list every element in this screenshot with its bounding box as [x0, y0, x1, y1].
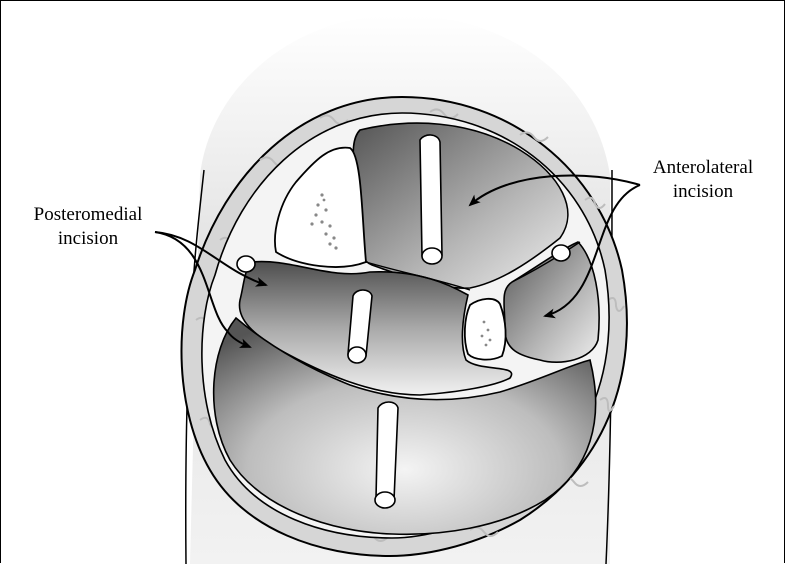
- posteromedial-incision-label: Posteromedial incision: [4, 203, 172, 251]
- saphenous-vessel-left: [237, 256, 255, 272]
- posteromedial-label-line2: incision: [4, 227, 172, 251]
- peroneal-vessel-right: [552, 245, 570, 261]
- anterolateral-label-line1: Anterolateral: [633, 156, 773, 180]
- fibula-bone: [465, 299, 506, 360]
- anterolateral-label-line2: incision: [633, 180, 773, 204]
- anterior-tibial-vessel: [420, 135, 442, 263]
- anterior-vessel-end: [422, 248, 442, 264]
- sural-vessel-end: [375, 492, 395, 508]
- sural-vessel: [376, 402, 398, 507]
- posteromedial-label-line1: Posteromedial: [4, 203, 172, 227]
- anterolateral-incision-label: Anterolateral incision: [633, 156, 773, 204]
- posterior-vessel-end: [348, 347, 366, 363]
